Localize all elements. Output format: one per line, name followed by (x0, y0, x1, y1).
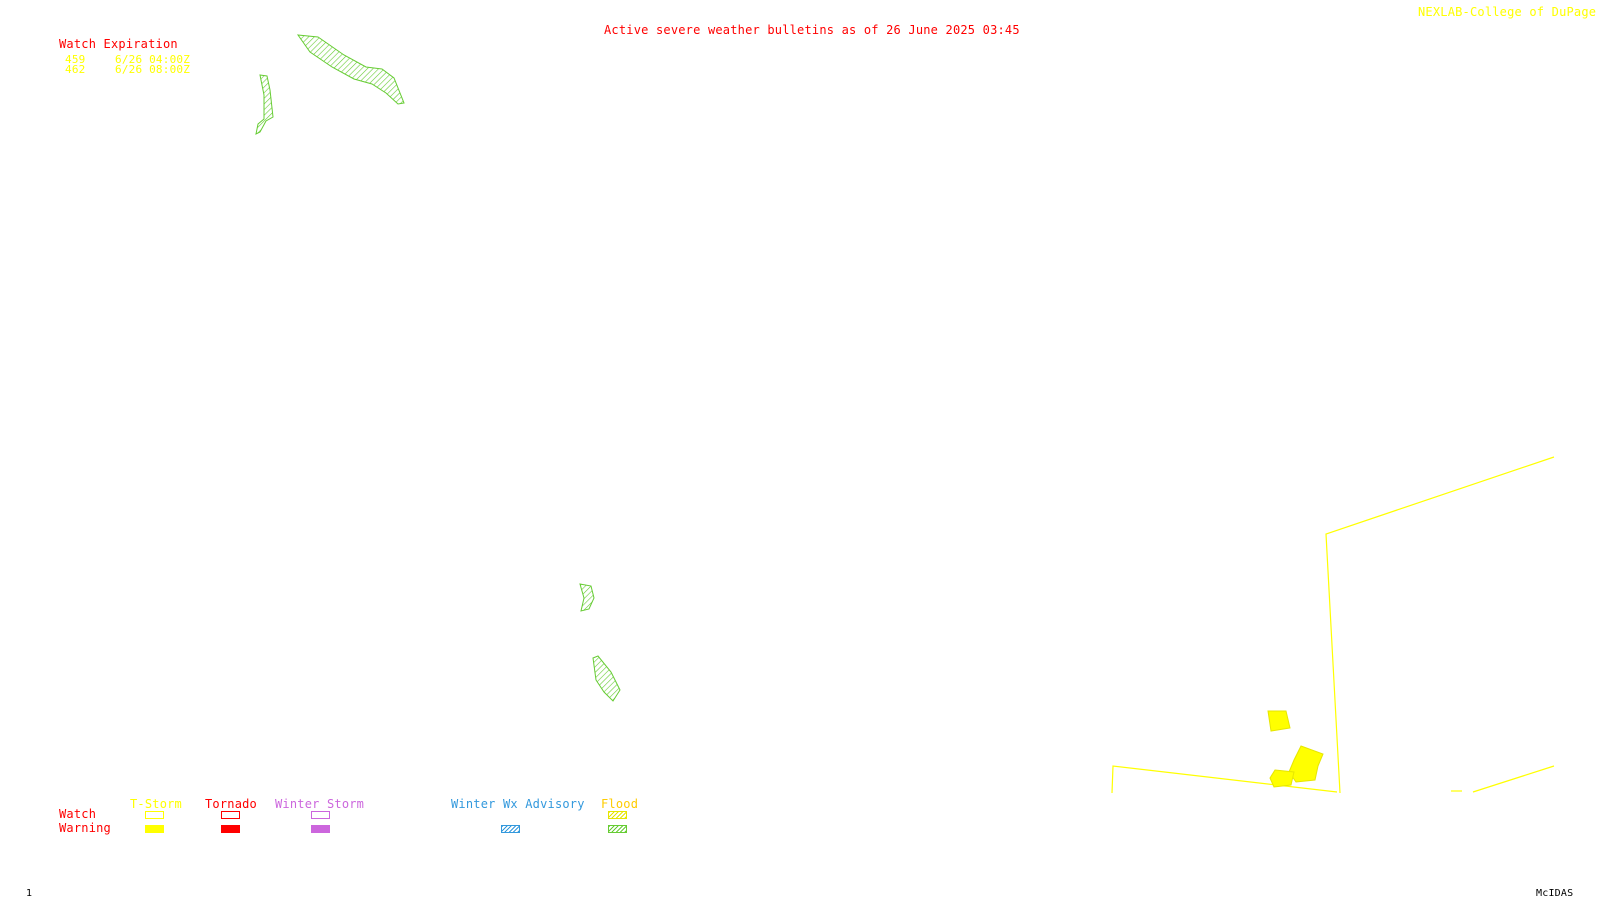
watch-expiration-heading: Watch Expiration (59, 37, 178, 51)
watch-id: 459 (65, 53, 86, 66)
bulletin-title: Active severe weather bulletins as of 26… (604, 23, 1020, 37)
watch-expires: 6/26 04:00Z (115, 53, 191, 66)
flood-warning-polygon (592, 655, 621, 702)
watch-expires: 6/26 08:00Z (115, 63, 191, 76)
legend-tstorm-warning-swatch (145, 825, 164, 833)
tstorm-warning-polygon (1267, 710, 1291, 732)
legend-row-label-warning: Warning (59, 821, 111, 835)
tstorm-watch-outline (1111, 456, 1555, 794)
tstorm-warning-polygons (1267, 710, 1324, 788)
legend-label-tstorm: T-Storm (130, 797, 182, 811)
legend-winter-storm-warning-swatch (311, 825, 330, 833)
watch-id: 462 (65, 63, 86, 76)
legend-tornado-watch-swatch (221, 811, 240, 819)
flood-warning-polygon (255, 74, 274, 135)
frame-number: 1 (26, 888, 33, 899)
credit-text: NEXLAB-College of DuPage R (1418, 5, 1600, 19)
tstorm-warning-polygon (1269, 769, 1295, 788)
flood-warning-polygon (579, 583, 595, 612)
legend-tstorm-watch-swatch (145, 811, 164, 819)
legend-winter-storm-watch-swatch (311, 811, 330, 819)
legend-flood-warning-swatch (608, 825, 627, 833)
legend-row-label-watch: Watch (59, 807, 97, 821)
legend-label-winter-wx-advisory: Winter Wx Advisory (451, 797, 585, 811)
legend-label-flood: Flood (601, 797, 639, 811)
legend-tornado-warning-swatch (221, 825, 240, 833)
legend-flood-watch-swatch (608, 811, 627, 819)
flood-warning-polygons (255, 34, 621, 702)
legend-label-winter-storm: Winter Storm (275, 797, 365, 811)
software-label: McIDAS (1536, 888, 1574, 899)
legend-label-tornado: Tornado (205, 797, 257, 811)
tstorm-warning-polygon (1288, 745, 1324, 783)
legend-winter-wx-advisory-swatch (501, 825, 520, 833)
flood-warning-polygon (296, 34, 405, 105)
